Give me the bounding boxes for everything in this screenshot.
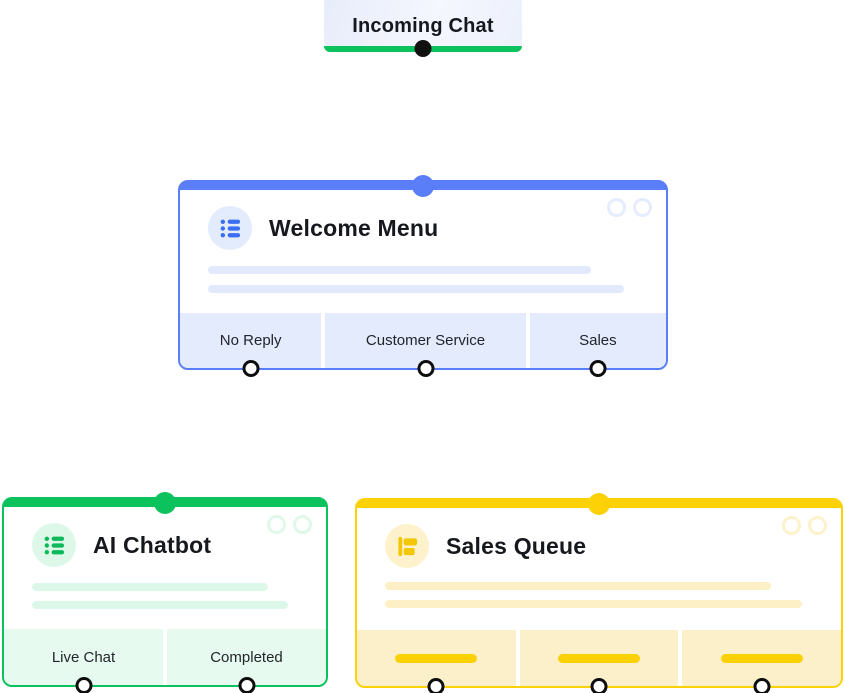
output-tab-1[interactable] xyxy=(357,630,516,693)
output-tab-sales[interactable]: Sales xyxy=(529,313,666,377)
output-handle[interactable] xyxy=(242,360,260,377)
output-tab-2[interactable] xyxy=(519,630,679,693)
circle-outline-icon xyxy=(607,198,626,217)
output-tabs: No Reply Customer Service Sales xyxy=(180,313,666,377)
output-label: Customer Service xyxy=(365,332,486,349)
circle-outline-icon xyxy=(633,198,652,217)
node-incoming-chat[interactable]: Incoming Chat xyxy=(324,0,522,57)
deco-circles xyxy=(607,198,652,217)
placeholder-line xyxy=(32,583,268,591)
output-tab-customer-service[interactable]: Customer Service xyxy=(325,313,526,377)
output-handle[interactable] xyxy=(238,677,255,693)
output-tabs xyxy=(357,630,842,693)
output-label: Completed xyxy=(210,648,283,666)
output-handle[interactable] xyxy=(753,678,771,693)
output-handle[interactable] xyxy=(414,40,432,57)
input-handle[interactable] xyxy=(588,493,610,515)
placeholder-line xyxy=(208,285,624,293)
output-label: Sales xyxy=(579,332,617,349)
node-welcome-menu[interactable]: Welcome Menu No Reply Customer Service S… xyxy=(178,175,668,377)
output-tab-completed[interactable]: Completed xyxy=(167,629,326,693)
input-handle[interactable] xyxy=(154,492,176,514)
placeholder-line xyxy=(385,582,771,590)
circle-outline-icon xyxy=(782,516,801,535)
node-title: Welcome Menu xyxy=(269,214,439,241)
circle-outline-icon xyxy=(293,515,312,534)
output-tab-no-reply[interactable]: No Reply xyxy=(180,313,322,377)
bulleted-list-icon xyxy=(208,206,252,250)
output-label-placeholder xyxy=(395,653,478,663)
deco-circles xyxy=(267,515,312,534)
output-tab-3[interactable] xyxy=(682,630,842,693)
placeholder-line xyxy=(208,266,591,274)
output-handle[interactable] xyxy=(590,678,608,693)
output-tabs: Live Chat Completed xyxy=(4,629,326,693)
output-handle[interactable] xyxy=(75,677,92,693)
output-label-placeholder xyxy=(558,653,640,663)
placeholder-line xyxy=(385,600,802,608)
placeholder-line xyxy=(32,601,288,609)
output-handle[interactable] xyxy=(427,678,445,693)
node-ai-chatbot[interactable]: AI Chatbot Live Chat Completed xyxy=(2,492,328,693)
circle-outline-icon xyxy=(808,516,827,535)
node-title: AI Chatbot xyxy=(93,531,212,558)
output-handle[interactable] xyxy=(589,360,607,377)
output-handle[interactable] xyxy=(417,360,434,377)
output-tab-live-chat[interactable]: Live Chat xyxy=(4,629,163,693)
bulleted-list-icon xyxy=(32,523,76,567)
circle-outline-icon xyxy=(267,515,286,534)
node-title: Incoming Chat xyxy=(352,15,494,37)
output-label: Live Chat xyxy=(51,648,116,666)
deco-circles xyxy=(782,516,827,535)
output-label-placeholder xyxy=(720,653,803,663)
output-label: No Reply xyxy=(219,332,282,349)
node-sales-queue[interactable]: Sales Queue xyxy=(355,493,843,693)
node-title: Sales Queue xyxy=(446,532,587,559)
input-handle[interactable] xyxy=(412,175,434,197)
queue-icon xyxy=(385,524,429,568)
